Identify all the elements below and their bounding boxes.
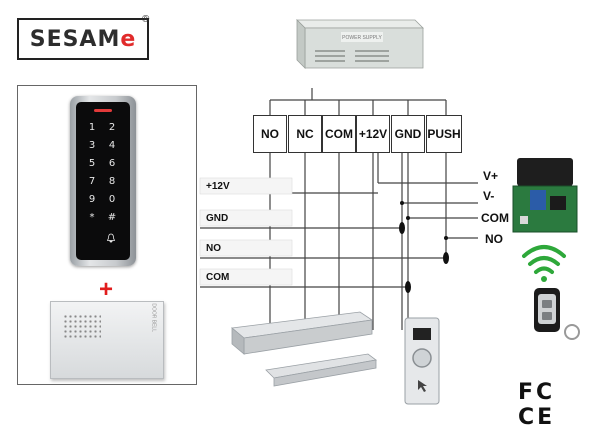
terminal-com: COM	[322, 115, 356, 153]
terminal-no: NO	[253, 115, 287, 153]
speaker-grille	[63, 314, 101, 340]
keypad-key: 1	[88, 122, 96, 133]
relay-label-vplus: V+	[483, 169, 499, 183]
keypad-key: 7	[88, 176, 96, 187]
terminal-nc: NC	[288, 115, 322, 153]
terminal-push: PUSH	[426, 115, 462, 153]
keypad-key: 3	[88, 140, 96, 151]
doorbell-label: DOOR BELL	[151, 303, 157, 332]
terminal-gnd: GND	[391, 115, 425, 153]
wire-label-gnd: GND	[206, 213, 229, 224]
wire-label-no: NO	[206, 243, 221, 254]
keypad-key: 8	[108, 176, 116, 187]
keypad-key: 0	[108, 194, 116, 205]
relay-label-vminus: V-	[483, 189, 495, 203]
relay-receiver-module	[512, 158, 578, 233]
keypad-face: 1 2 3 4 5 6 7 8 9 0 * #	[76, 102, 130, 260]
keypad-key: 6	[108, 158, 116, 169]
brand-name: SESAMe	[29, 26, 137, 52]
keypad-key: 2	[108, 122, 116, 133]
doorbell-chime: DOOR BELL	[50, 301, 164, 379]
relay-label-com: COM	[481, 211, 509, 225]
keypad-key: *	[89, 212, 95, 223]
exit-button	[404, 317, 440, 405]
plus-sign: +	[99, 276, 114, 303]
keypad-key: 9	[88, 194, 96, 205]
power-supply-label: POWER SUPPLY	[342, 35, 382, 41]
relay-label-no: NO	[485, 232, 503, 246]
certification-marks: FC CE	[518, 380, 556, 430]
wire-label-com: COM	[206, 272, 230, 283]
device-panel: 1 2 3 4 5 6 7 8 9 0 * # + DOOR BELL	[17, 85, 197, 385]
terminal-12v: +12V	[356, 115, 390, 153]
power-supply-box: POWER SUPPLY	[296, 19, 424, 69]
access-keypad: 1 2 3 4 5 6 7 8 9 0 * #	[70, 96, 136, 266]
wire-label-12v: +12V	[206, 181, 230, 192]
bell-icon	[106, 233, 116, 243]
keypad-led	[94, 109, 112, 112]
brand-logo: SESAMe	[17, 18, 149, 60]
registered-mark: ®	[142, 14, 150, 25]
keypad-key: #	[107, 212, 117, 223]
keypad-key: 4	[108, 140, 116, 151]
wifi-signal-icon	[522, 245, 566, 274]
remote-fob	[534, 288, 580, 340]
keypad-key: 5	[88, 158, 96, 169]
magnetic-lock	[231, 311, 377, 387]
